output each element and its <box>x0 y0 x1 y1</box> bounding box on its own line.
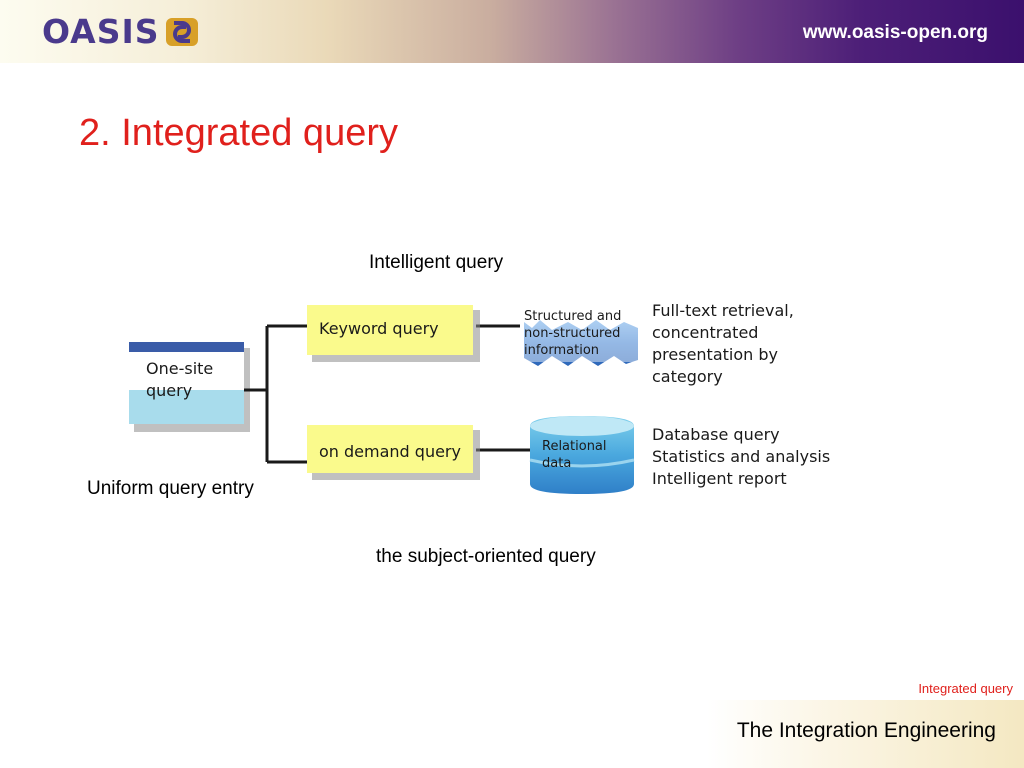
keyword-query-description: Full-text retrieval, concentrated presen… <box>652 301 794 386</box>
on-demand-desc-line1: Database query <box>652 425 780 444</box>
on-demand-query-label: on demand query <box>319 442 461 461</box>
caption-intelligent-query: Intelligent query <box>369 252 504 273</box>
relational-data-cylinder: Relational data <box>529 416 635 494</box>
keyword-desc-line1: Full-text retrieval, <box>652 301 794 320</box>
keyword-desc-line3: presentation by <box>652 345 778 364</box>
keyword-desc-line2: concentrated <box>652 323 758 342</box>
site-url-link[interactable]: www.oasis-open.org <box>802 22 988 43</box>
footer-section-note: Integrated query <box>918 681 1013 696</box>
oasis-logo[interactable]: OASIS <box>42 13 200 51</box>
slide-title: 2. Integrated query <box>79 112 398 154</box>
root-label-line1: One-site <box>146 359 213 378</box>
query-diagram: One-site query Keyword query on demand q… <box>129 301 830 494</box>
connector-lines <box>244 324 530 464</box>
footer-bar <box>707 700 1024 768</box>
on-demand-query-description: Database query Statistics and analysis I… <box>652 425 830 488</box>
relational-data-line1: Relational <box>542 439 607 454</box>
structured-info-line2: non-structured <box>524 326 620 341</box>
header-banner: OASIS www.oasis-open.org <box>0 0 1024 63</box>
logo-text: OASIS <box>42 12 160 51</box>
keyword-query-label: Keyword query <box>319 319 439 338</box>
footer-title: The Integration Engineering <box>736 719 996 742</box>
oasis-mark-icon <box>165 18 198 46</box>
on-demand-query-box: on demand query <box>307 425 480 480</box>
structured-info-shape: Structured and non-structured informatio… <box>522 302 640 366</box>
one-site-query-box: One-site query <box>129 342 250 432</box>
structured-info-line1: Structured and <box>524 309 621 324</box>
caption-subject-query: the subject-oriented query <box>376 546 596 567</box>
keyword-query-box: Keyword query <box>307 305 480 362</box>
caption-uniform-entry: Uniform query entry <box>87 478 254 499</box>
relational-data-line2: data <box>542 456 571 471</box>
keyword-desc-line4: category <box>652 367 723 386</box>
on-demand-desc-line3: Intelligent report <box>652 469 787 488</box>
on-demand-desc-line2: Statistics and analysis <box>652 447 830 466</box>
root-label-line2: query <box>146 381 192 400</box>
structured-info-line3: information <box>524 343 599 358</box>
